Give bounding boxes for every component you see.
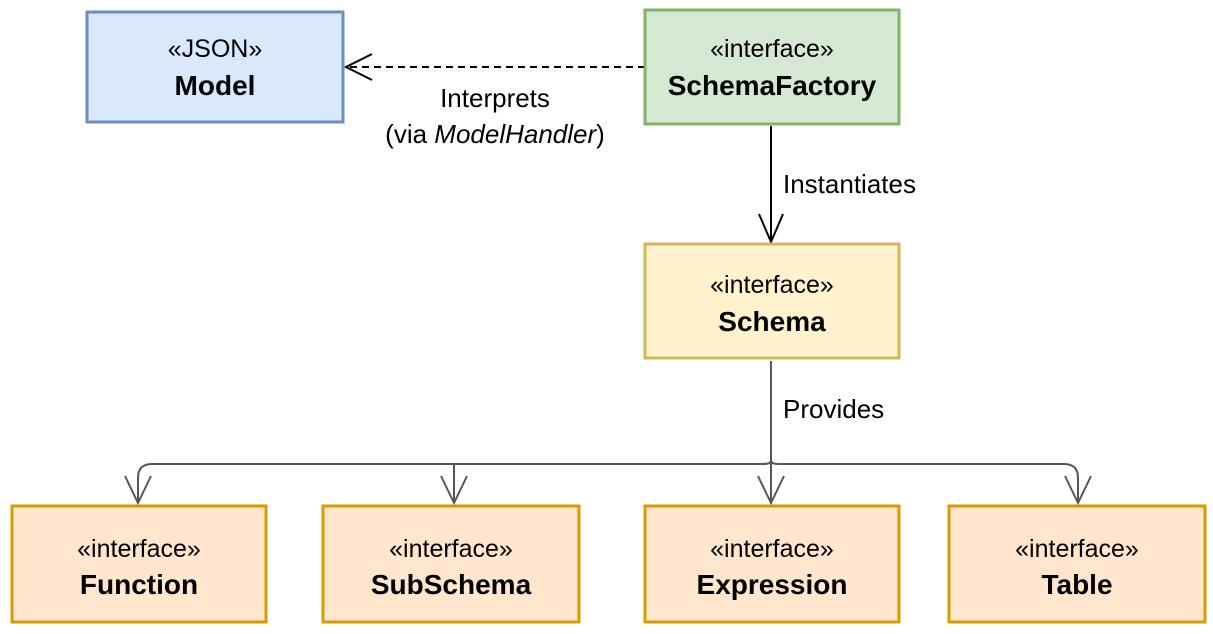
- box-name: SchemaFactory: [668, 70, 877, 101]
- edge-instantiates: [758, 126, 784, 245]
- box-name: Table: [1041, 569, 1112, 600]
- model-handler-label: ModelHandler: [434, 119, 597, 149]
- edge-provides: [124, 361, 1092, 506]
- box-expression[interactable]: «interface» Expression: [643, 504, 901, 624]
- open-arrowhead-icon: [440, 475, 468, 506]
- instantiates-label: Instantiates: [783, 169, 916, 199]
- box-stereotype: «interface»: [77, 535, 201, 563]
- box-table[interactable]: «interface» Table: [947, 504, 1207, 624]
- open-arrowhead-icon: [758, 213, 784, 245]
- box-schema[interactable]: «interface» Schema: [643, 242, 901, 360]
- box-name: SubSchema: [371, 569, 532, 600]
- box-name: Model: [175, 70, 256, 101]
- box-schema-factory[interactable]: «interface» SchemaFactory: [643, 8, 901, 126]
- box-name: Expression: [697, 569, 848, 600]
- box-subschema[interactable]: «interface» SubSchema: [321, 504, 581, 624]
- box-stereotype: «interface»: [1015, 535, 1139, 563]
- provides-label: Provides: [783, 394, 884, 424]
- box-stereotype: «interface»: [710, 535, 834, 563]
- open-arrowhead-icon: [757, 475, 785, 506]
- interprets-label: Interprets: [440, 83, 550, 113]
- box-stereotype: «interface»: [710, 271, 834, 299]
- box-stereotype: «JSON»: [168, 35, 262, 63]
- interprets-via-label: (via ModelHandler): [385, 119, 605, 149]
- box-stereotype: «interface»: [389, 535, 513, 563]
- open-arrowhead-icon: [1064, 475, 1092, 506]
- box-name: Schema: [718, 306, 826, 337]
- box-stereotype: «interface»: [710, 35, 834, 63]
- open-arrowhead-icon: [124, 475, 152, 506]
- edge-interprets: [343, 53, 645, 81]
- open-arrowhead-icon: [343, 53, 373, 81]
- box-model[interactable]: «JSON» Model: [85, 10, 345, 124]
- box-function[interactable]: «interface» Function: [10, 504, 268, 624]
- box-name: Function: [80, 569, 198, 600]
